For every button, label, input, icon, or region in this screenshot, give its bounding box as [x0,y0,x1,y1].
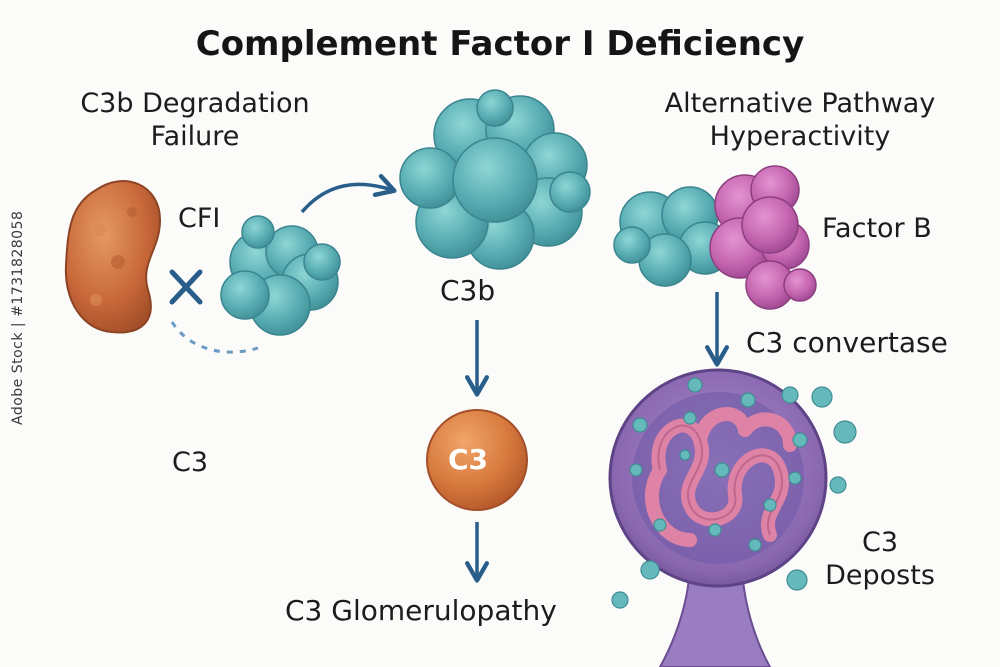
watermark-text: Adobe Stock | #1731828058 [10,210,26,425]
c3-left-label: C3 [172,447,209,478]
c3-deposits-line-1: C3 [861,527,899,558]
c3-deposits-label: C3 Deposts [810,527,950,593]
factor-b-label: Factor B [822,213,932,244]
c3b-small-protein-icon [220,215,341,336]
c3-glomerulopathy-label: C3 Glomerulopathy [285,594,557,627]
left-heading-line-2: Failure [150,120,240,152]
left-heading: C3b Degradation Failure [40,88,350,154]
right-heading-line-1: Alternative Pathway [664,88,936,119]
glomerulus-icon [608,368,828,667]
c3b-large-protein-icon [399,89,591,270]
c3-ball-label: C3 [448,443,489,476]
cfi-protein-icon [64,180,162,334]
c3-convertase-label: C3 convertase [746,326,948,359]
curved-arrow [300,173,397,214]
diagram-title: Complement Factor I Deficiency [195,24,805,64]
c3b-label: C3b [440,274,496,307]
c3b-factor-b-complex-icon [613,165,817,310]
right-heading: Alternative Pathway Hyperactivity [625,88,975,154]
inhibition-x-icon [169,269,203,305]
right-heading-line-2: Hyperactivity [709,120,891,152]
failed-binding-dashed-arc [170,321,259,354]
cfi-label: CFI [178,203,221,234]
left-heading-line-1: C3b Degradation [80,88,310,119]
c3-deposits-line-2: Deposts [825,559,935,591]
c3-ball-icon [426,409,528,511]
c3-deposit-dots [611,377,857,609]
